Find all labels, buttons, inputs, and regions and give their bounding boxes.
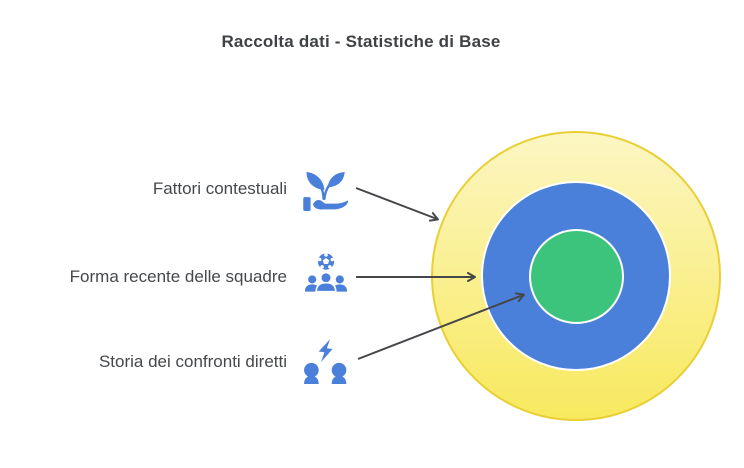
ring-outer [431,131,721,421]
head-to-head-lightning-icon [300,336,352,388]
label-fattori-contestuali: Fattori contestuali [152,179,287,198]
arrow-to-outer-ring [355,187,439,222]
hand-holding-seedling-icon [300,163,352,215]
label-storia-confronti: Storia dei confronti diretti [98,352,287,371]
label-forma-recente: Forma recente delle squadre [69,267,287,286]
label-row-forma-recente: Forma recente delle squadre [0,249,352,305]
ring-middle [481,181,671,371]
label-row-fattori-contestuali: Fattori contestuali [0,161,352,217]
ring-inner [528,228,624,324]
label-row-storia-confronti: Storia dei confronti diretti [0,334,352,390]
team-with-ball-icon [300,251,352,303]
page-title: Raccolta dati - Statistiche di Base [221,32,501,51]
